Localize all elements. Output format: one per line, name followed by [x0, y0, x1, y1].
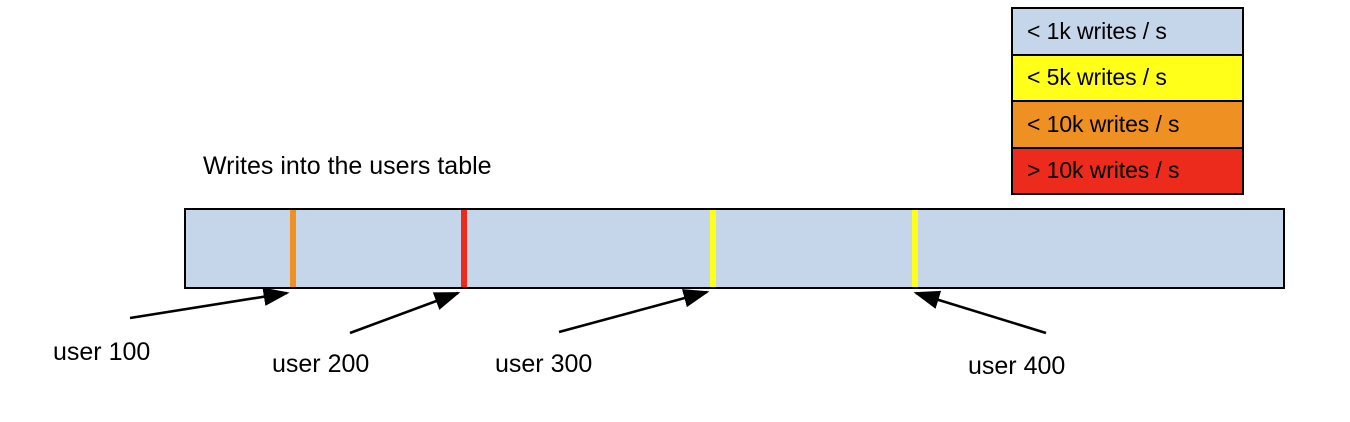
callout-label-user-400: user 400 — [968, 352, 1066, 380]
callout-label-user-300: user 300 — [495, 350, 593, 378]
users-table-bar — [184, 208, 1285, 289]
arrow-user-200 — [349, 291, 461, 335]
legend-row-gt-10k: > 10k writes / s — [1013, 148, 1242, 193]
legend-row-lt-10k: < 10k writes / s — [1013, 102, 1242, 149]
legend: < 1k writes / s < 5k writes / s < 10k wr… — [1011, 7, 1244, 195]
legend-label-lt-1k: < 1k writes / s — [1027, 17, 1167, 44]
user-300-stripe — [710, 210, 716, 287]
arrow-user-100 — [129, 287, 290, 320]
legend-label-lt-5k: < 5k writes / s — [1027, 64, 1167, 91]
arrow-user-300 — [558, 289, 710, 334]
legend-label-lt-10k: < 10k writes / s — [1027, 110, 1180, 137]
legend-row-lt-5k: < 5k writes / s — [1013, 55, 1242, 102]
chart-title: Writes into the users table — [203, 152, 492, 180]
user-400-stripe — [912, 210, 918, 287]
arrow-user-400 — [913, 290, 1047, 335]
legend-row-lt-1k: < 1k writes / s — [1013, 9, 1242, 56]
callout-label-user-100: user 100 — [53, 338, 151, 366]
user-100-stripe — [290, 210, 296, 287]
legend-label-gt-10k: > 10k writes / s — [1027, 157, 1180, 184]
callout-label-user-200: user 200 — [272, 350, 370, 378]
user-200-stripe — [461, 210, 467, 287]
